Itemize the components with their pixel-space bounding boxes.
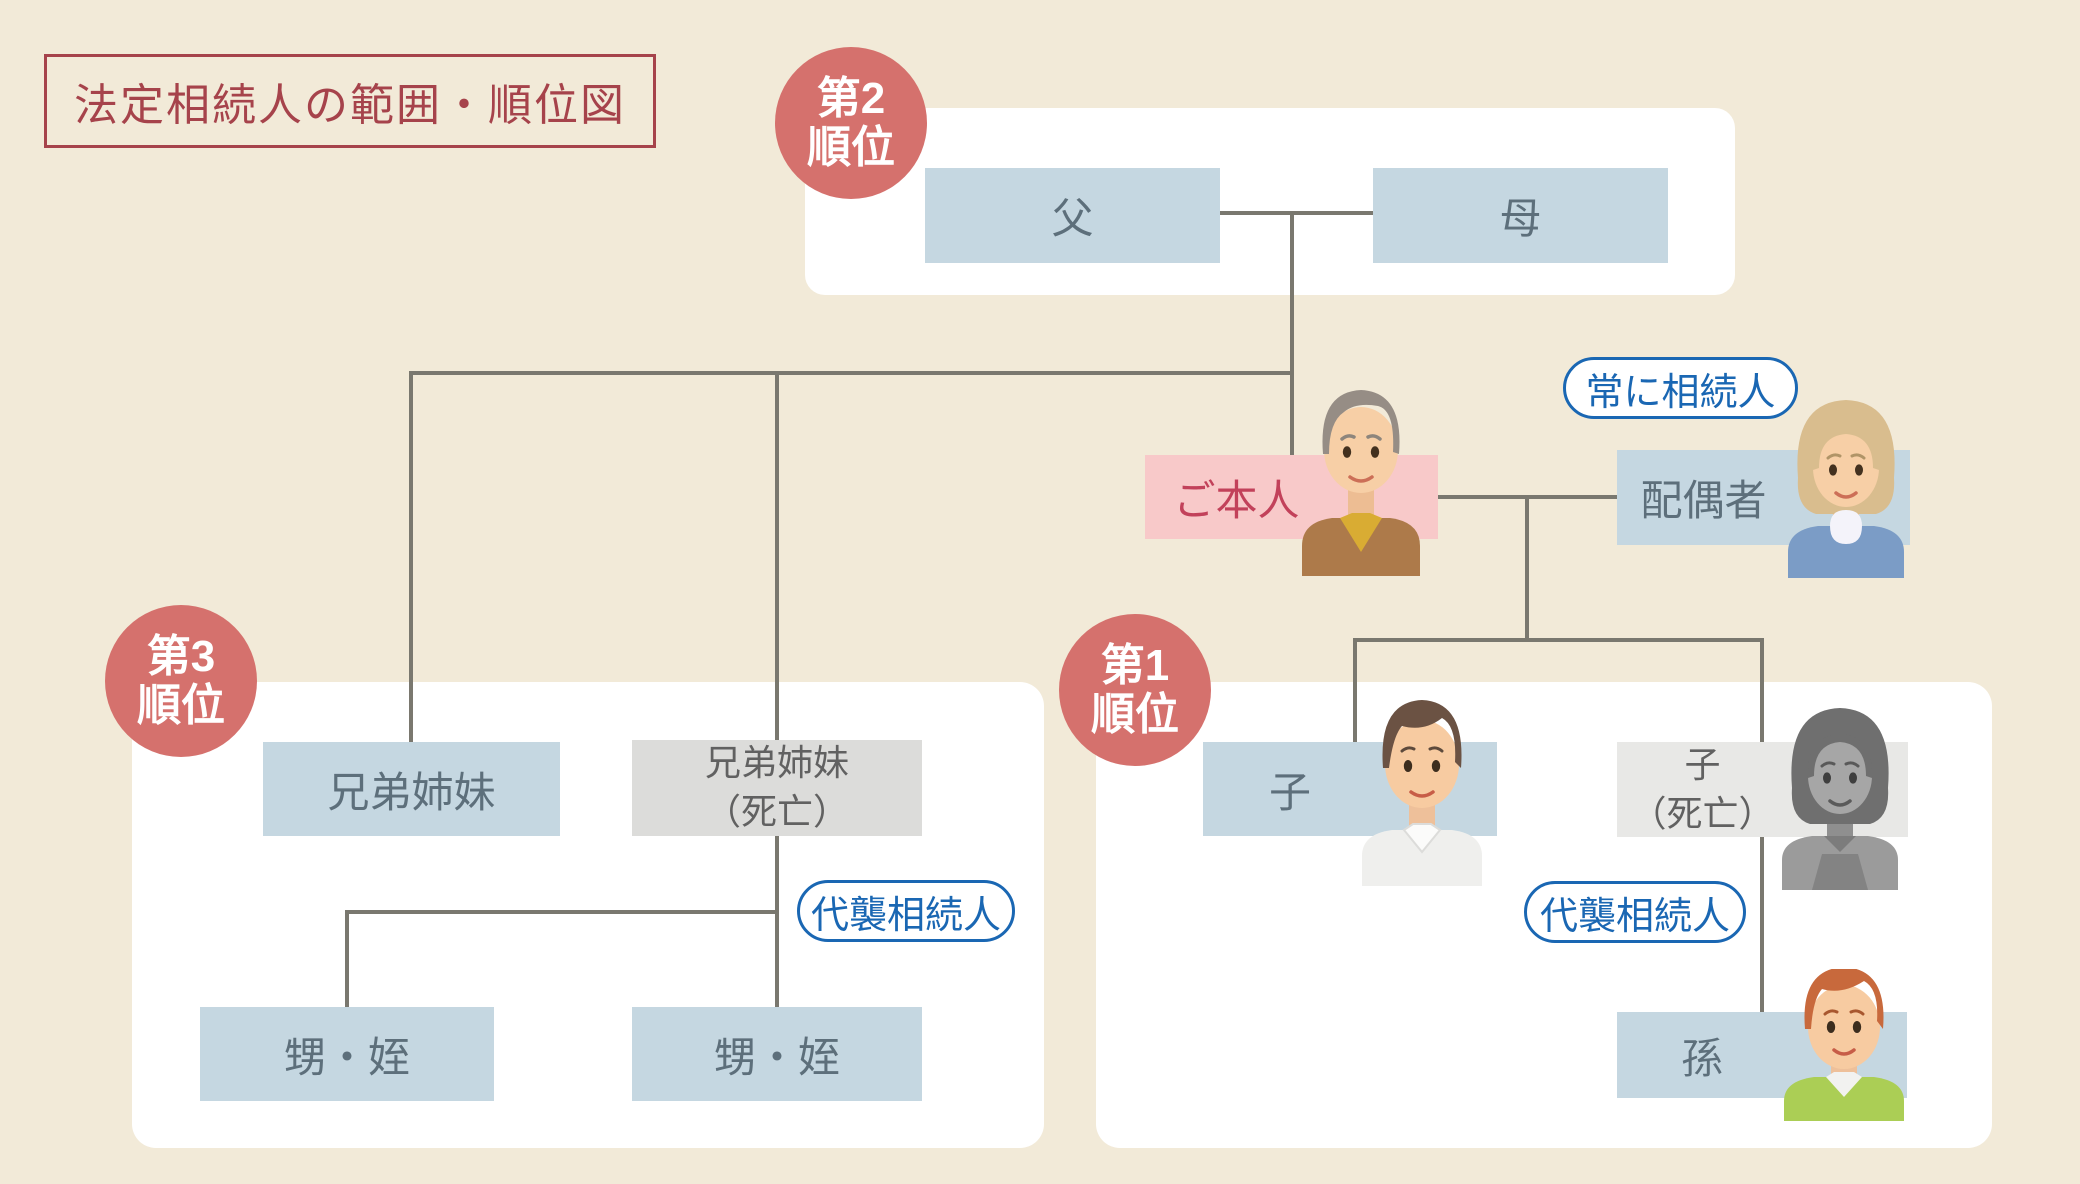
connector-parents-to-self: [1290, 213, 1294, 457]
node-child-label: 子: [1268, 768, 1311, 816]
pill-substitute-heir-right: 代襲相続人: [1524, 881, 1746, 943]
connector-drop-child-deceased: [1760, 640, 1764, 744]
connector-couple-down: [1525, 497, 1529, 640]
boy-avatar: [1784, 969, 1904, 1121]
pill-always-heir-label: 常に相続人: [1585, 371, 1776, 414]
node-mother-label: 母: [1499, 195, 1542, 242]
node-child-deceased-line1: 子: [1684, 743, 1721, 785]
node-spouse-label: 配偶者: [1640, 477, 1767, 524]
connector-drop-child: [1353, 640, 1357, 744]
node-mother: 母: [1373, 168, 1668, 263]
node-self-label: ご本人: [1173, 476, 1300, 524]
badge-rank2-line2: 順位: [807, 123, 895, 172]
pill-always-heir: 常に相続人: [1563, 357, 1798, 419]
node-siblings-deceased-line2: （死亡）: [704, 791, 849, 832]
connector-branch-to-siblings: [409, 371, 1294, 375]
node-nephew-niece-left-label: 甥・姪: [283, 1033, 410, 1081]
connector-drop-nephew-left: [345, 912, 349, 1009]
connector-children-branch: [1353, 638, 1764, 642]
node-siblings-label: 兄弟姉妹: [327, 768, 496, 816]
pill-substitute-heir-right-label: 代襲相続人: [1539, 895, 1730, 938]
connector-father-mother: [1220, 211, 1373, 215]
badge-rank1: 第1 順位: [1059, 614, 1211, 766]
badge-rank3: 第3 順位: [105, 605, 257, 757]
badge-rank3-line2: 順位: [137, 681, 225, 730]
diagram-title-text: 法定相続人の範囲・順位図: [74, 81, 626, 130]
gray-woman-avatar: [1782, 708, 1898, 890]
node-father-label: 父: [1051, 195, 1094, 242]
node-siblings-deceased-line1: 兄弟姉妹: [704, 742, 849, 784]
connector-drop-siblings: [409, 373, 413, 744]
node-grandchild-label: 孫: [1680, 1034, 1723, 1082]
connector-drop-siblings-deceased: [775, 373, 779, 742]
badge-rank2-line1: 第2: [816, 73, 886, 123]
node-siblings-deceased: 兄弟姉妹 （死亡）: [632, 740, 922, 836]
badge-rank1-line1: 第1: [1100, 640, 1170, 690]
connector-nephew-branch: [345, 910, 779, 914]
young-man-avatar: [1362, 700, 1482, 886]
elderly-woman-avatar: [1788, 400, 1904, 578]
connector-siblings-deceased-down: [775, 834, 779, 1009]
elderly-man-avatar: [1302, 390, 1420, 576]
node-nephew-niece-right-label: 甥・姪: [713, 1033, 840, 1081]
node-nephew-niece-left: 甥・姪: [200, 1007, 494, 1101]
diagram-title: 法定相続人の範囲・順位図: [44, 54, 656, 148]
connector-child-deceased-to-grandchild: [1760, 836, 1764, 1014]
node-siblings: 兄弟姉妹: [263, 742, 560, 836]
badge-rank2: 第2 順位: [775, 47, 927, 199]
node-child-deceased-line2: （死亡）: [1630, 792, 1775, 834]
node-father: 父: [925, 168, 1220, 263]
node-nephew-niece-right: 甥・姪: [632, 1007, 922, 1101]
pill-substitute-heir-left: 代襲相続人: [797, 880, 1015, 942]
pill-substitute-heir-left-label: 代襲相続人: [810, 894, 1001, 937]
badge-rank1-line2: 順位: [1091, 690, 1179, 739]
badge-rank3-line1: 第3: [146, 631, 216, 681]
